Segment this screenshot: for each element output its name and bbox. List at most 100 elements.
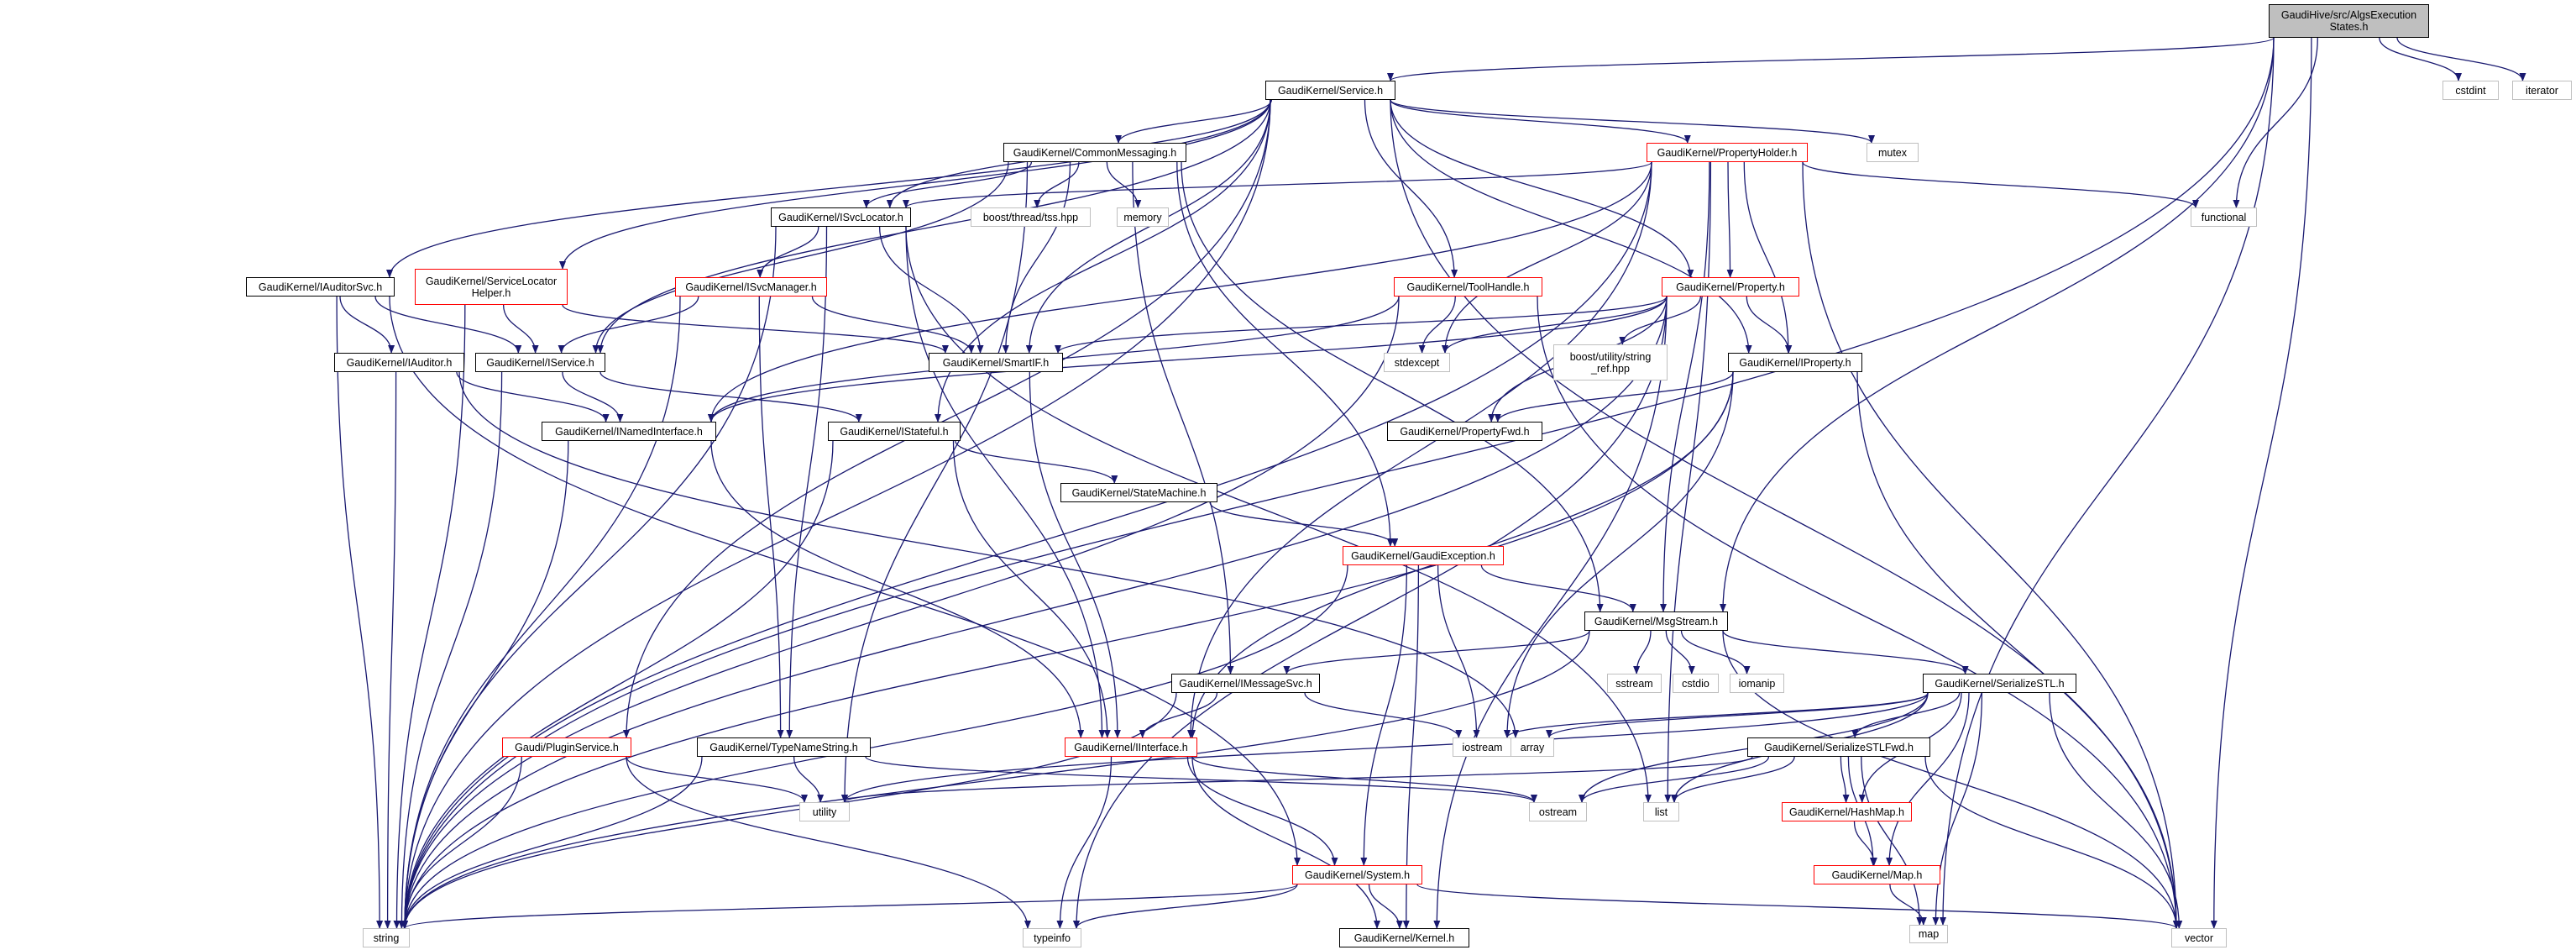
node-isvcmanager[interactable]: GaudiKernel/ISvcManager.h [675, 277, 827, 297]
node-imessagesvc[interactable]: GaudiKernel/IMessageSvc.h [1171, 674, 1320, 693]
node-label: GaudiKernel/HashMap.h [1789, 806, 1904, 818]
node-label: GaudiKernel/IInterface.h [1074, 741, 1188, 753]
node-typenamestr[interactable]: GaudiKernel/TypeNameString.h [697, 737, 871, 757]
edge-iinterface-to-kernel [1191, 756, 1380, 929]
edge-system-to-kernel [1368, 884, 1403, 929]
edge-iinterface-to-ostream [1191, 756, 1537, 803]
node-pluginsvc[interactable]: Gaudi/PluginService.h [502, 737, 631, 757]
edge-service-to-commsg [1115, 99, 1273, 144]
edge-root-to-cstdint [2379, 37, 2462, 81]
node-gaudiexc[interactable]: GaudiKernel/GaudiException.h [1343, 546, 1504, 565]
edge-service-to-iauditorsvc [386, 99, 1271, 278]
edge-service-to-iproperty [1390, 99, 1752, 354]
edge-isvcmanager-to-string [401, 296, 681, 929]
node-iauditor[interactable]: GaudiKernel/IAuditor.h [334, 353, 464, 372]
node-iomanip: iomanip [1730, 674, 1784, 693]
node-map_h[interactable]: GaudiKernel/Map.h [1814, 865, 1940, 884]
node-iostream: iostream [1453, 737, 1512, 757]
node-iinterface[interactable]: GaudiKernel/IInterface.h [1065, 737, 1197, 757]
edge-serializestl-to-array [1546, 692, 1929, 738]
node-label: GaudiKernel/MsgStream.h [1594, 615, 1719, 627]
node-statemachine[interactable]: GaudiKernel/StateMachine.h [1060, 483, 1217, 502]
edge-commsg-to-boostthread [1034, 161, 1080, 208]
node-label: GaudiKernel/Kernel.h [1353, 932, 1455, 944]
edge-property-to-inamed [708, 296, 1668, 423]
edge-system-to-string [401, 884, 1298, 929]
node-label: GaudiKernel/SmartIF.h [942, 356, 1050, 369]
edge-propholder-to-msgstream [1660, 161, 1710, 612]
node-propfwd[interactable]: GaudiKernel/PropertyFwd.h [1387, 422, 1542, 441]
node-label: GaudiKernel/IMessageSvc.h [1179, 677, 1312, 690]
node-label: GaudiKernel/SerializeSTL.h [1935, 677, 2065, 690]
edge-system-to-typeinfo [1073, 884, 1298, 929]
edge-root-to-iterator [2396, 37, 2526, 81]
edge-msgstream-to-sstream [1633, 630, 1652, 674]
edge-serializestl-to-utility [841, 692, 1929, 803]
edge-smartif-to-iinterface [1029, 371, 1121, 738]
node-label: boost/utility/string _ref.hpp [1569, 350, 1652, 375]
node-label: GaudiKernel/INamedInterface.h [555, 425, 703, 438]
edge-service-to-svclochelper [559, 99, 1271, 270]
edge-serializestlfwd-to-map [1861, 756, 1924, 926]
edge-typenamestr-to-ostream [865, 756, 1537, 803]
edge-commsg-to-gaudiexc [1176, 161, 1394, 547]
node-label: stdexcept [1394, 356, 1440, 369]
node-inamed[interactable]: GaudiKernel/INamedInterface.h [542, 422, 716, 441]
node-service[interactable]: GaudiKernel/Service.h [1265, 81, 1395, 100]
edge-iproperty-to-iostream [1504, 371, 1734, 738]
edge-istateful-to-iinterface [952, 440, 1111, 738]
node-label: vector [2184, 932, 2214, 944]
node-propholder[interactable]: GaudiKernel/PropertyHolder.h [1647, 143, 1808, 162]
node-label: GaudiKernel/PropertyFwd.h [1400, 425, 1530, 438]
node-label: GaudiKernel/Map.h [1831, 869, 1923, 881]
edge-iservice-to-string [398, 371, 503, 929]
edge-propholder-to-iproperty [1743, 161, 1792, 354]
node-msgstream[interactable]: GaudiKernel/MsgStream.h [1584, 611, 1728, 631]
edge-propholder-to-string [401, 161, 1652, 929]
edge-svclochelper-to-string [393, 304, 466, 929]
node-label: GaudiKernel/CommonMessaging.h [1013, 146, 1177, 159]
edge-msgstream-to-serializestl [1722, 630, 1969, 674]
node-hashmap[interactable]: GaudiKernel/HashMap.h [1782, 802, 1912, 821]
node-label: boost/thread/tss.hpp [982, 211, 1079, 223]
edge-iauditorsvc-to-iservice [374, 296, 522, 354]
node-serializestlfwd[interactable]: GaudiKernel/SerializeSTLFwd.h [1747, 737, 1930, 757]
node-utility: utility [799, 802, 850, 821]
node-root[interactable]: GaudiHive/src/AlgsExecution States.h [2269, 4, 2429, 38]
edge-iproperty-to-string [401, 371, 1734, 929]
node-commsg[interactable]: GaudiKernel/CommonMessaging.h [1003, 143, 1186, 162]
node-label: array [1520, 741, 1545, 753]
node-iproperty[interactable]: GaudiKernel/IProperty.h [1728, 353, 1862, 372]
node-property[interactable]: GaudiKernel/Property.h [1662, 277, 1799, 297]
node-label: GaudiKernel/PropertyHolder.h [1657, 146, 1798, 159]
node-label: GaudiKernel/TypeNameString.h [709, 741, 858, 753]
node-istateful[interactable]: GaudiKernel/IStateful.h [828, 422, 961, 441]
node-smartif[interactable]: GaudiKernel/SmartIF.h [929, 353, 1063, 372]
node-svclochelper[interactable]: GaudiKernel/ServiceLocator Helper.h [415, 269, 568, 305]
node-label: functional [2201, 211, 2247, 223]
edge-service-to-propholder [1390, 99, 1691, 144]
edge-svclochelper-to-smartif [562, 304, 949, 354]
node-label: utility [812, 806, 837, 818]
node-iauditorsvc[interactable]: GaudiKernel/IAuditorSvc.h [246, 277, 395, 297]
node-isvclocator[interactable]: GaudiKernel/ISvcLocator.h [771, 207, 911, 227]
node-toolhandle[interactable]: GaudiKernel/ToolHandle.h [1394, 277, 1542, 297]
edge-commsg-to-isvclocator [862, 161, 1033, 208]
node-label: string [373, 932, 400, 944]
edge-propholder-to-stdexcept [1442, 161, 1652, 354]
edge-propholder-to-iinterface [1187, 161, 1652, 738]
node-array: array [1511, 737, 1554, 757]
node-label: typeinfo [1034, 932, 1071, 944]
node-kernel[interactable]: GaudiKernel/Kernel.h [1339, 928, 1469, 947]
node-system[interactable]: GaudiKernel/System.h [1292, 865, 1422, 884]
edge-isvclocator-to-typenamestr [786, 226, 828, 738]
edge-propholder-to-inamed [708, 161, 1652, 423]
node-boostutil: boost/utility/string _ref.hpp [1553, 344, 1668, 381]
edge-iinterface-to-typeinfo [1056, 756, 1113, 929]
edge-toolhandle-to-stdexcept [1418, 296, 1456, 354]
node-serializestl[interactable]: GaudiKernel/SerializeSTL.h [1923, 674, 2076, 693]
edge-serializestlfwd-to-hashmap [1840, 756, 1850, 803]
node-iservice[interactable]: GaudiKernel/IService.h [475, 353, 605, 372]
node-typeinfo: typeinfo [1023, 928, 1081, 947]
node-label: list [1654, 806, 1668, 818]
